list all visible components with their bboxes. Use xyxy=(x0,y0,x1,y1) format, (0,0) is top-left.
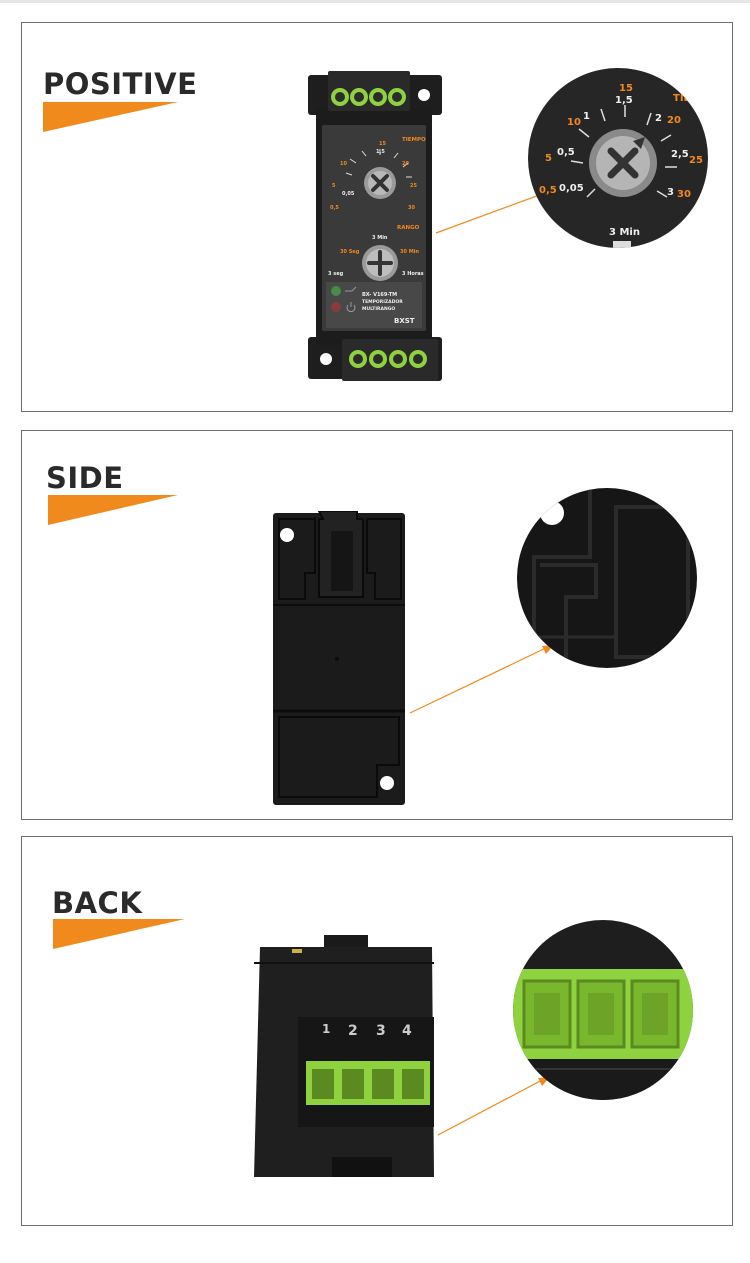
svg-text:15: 15 xyxy=(619,83,633,94)
line2-text: MULTIRANGO xyxy=(362,306,395,312)
svg-text:15: 15 xyxy=(379,141,386,147)
side-panel: SIDE xyxy=(21,430,733,820)
zoom-circle-dial: 15 1,5 10 1 5 0,5 0,5 0,05 2 20 2,5 25 3… xyxy=(528,68,708,248)
zoom-partial-label: TIE xyxy=(673,93,691,104)
svg-text:0,5: 0,5 xyxy=(539,185,557,196)
top-terminals xyxy=(331,88,406,106)
heading-underline-bar xyxy=(43,102,178,132)
svg-text:25: 25 xyxy=(410,183,417,189)
zoom-circle-side xyxy=(517,488,697,668)
device-front: TIEMPO 15 20 25 30 10 5 0,5 1,5 0,05 RAN… xyxy=(308,71,442,381)
bottom-terminals xyxy=(349,350,427,368)
range-3horas: 3 Horas xyxy=(402,271,424,277)
svg-text:10: 10 xyxy=(567,117,581,128)
heading-underline-bar xyxy=(48,495,178,525)
device-side xyxy=(273,511,405,805)
svg-text:2,5: 2,5 xyxy=(671,149,689,160)
side-heading: SIDE xyxy=(46,461,124,495)
model-text: BX- V169-TM xyxy=(362,292,397,298)
svg-text:25: 25 xyxy=(689,155,703,166)
back-terminals xyxy=(306,1061,430,1105)
svg-text:0,05: 0,05 xyxy=(342,191,355,197)
svg-text:5: 5 xyxy=(545,153,552,164)
svg-text:2: 2 xyxy=(655,113,662,124)
svg-text:30: 30 xyxy=(408,205,415,211)
positive-heading: POSITIVE xyxy=(43,67,198,101)
svg-text:0,5: 0,5 xyxy=(330,205,339,211)
svg-text:2: 2 xyxy=(348,1023,358,1039)
range-30seg: 30 Seg xyxy=(340,249,360,255)
back-heading: BACK xyxy=(52,886,143,920)
svg-text:3: 3 xyxy=(376,1023,386,1039)
svg-text:1,5: 1,5 xyxy=(376,149,385,155)
back-panel: BACK 1 2 3 4 xyxy=(21,836,733,1226)
brand-logo: BXST xyxy=(394,317,415,325)
svg-text:30: 30 xyxy=(677,189,691,200)
top-divider xyxy=(0,0,750,3)
svg-text:1: 1 xyxy=(322,1022,330,1036)
svg-text:0,5: 0,5 xyxy=(557,147,575,158)
svg-text:20: 20 xyxy=(402,161,409,167)
tiempo-label: TIEMPO xyxy=(402,137,426,143)
positive-panel: POSITIVE xyxy=(21,22,733,412)
svg-text:20: 20 xyxy=(667,115,681,126)
svg-text:1,5: 1,5 xyxy=(615,95,633,106)
range-3min: 3 Min xyxy=(372,235,388,241)
svg-text:3: 3 xyxy=(667,187,674,198)
rango-label: RANGO xyxy=(397,225,420,231)
line1-text: TEMPORIZADOR xyxy=(362,299,403,305)
device-back: 1 2 3 4 xyxy=(254,935,434,1177)
svg-text:1: 1 xyxy=(583,111,590,122)
svg-text:5: 5 xyxy=(332,183,336,189)
zoom-circle-terminals xyxy=(513,920,693,1100)
heading-underline-bar xyxy=(53,919,185,949)
svg-text:0,05: 0,05 xyxy=(559,183,584,194)
range-3seg: 3 seg xyxy=(328,271,344,277)
svg-text:10: 10 xyxy=(340,161,347,167)
range-30min: 30 Min xyxy=(400,249,419,255)
svg-text:4: 4 xyxy=(402,1023,412,1039)
zoom-range-label: 3 Min xyxy=(609,227,640,238)
